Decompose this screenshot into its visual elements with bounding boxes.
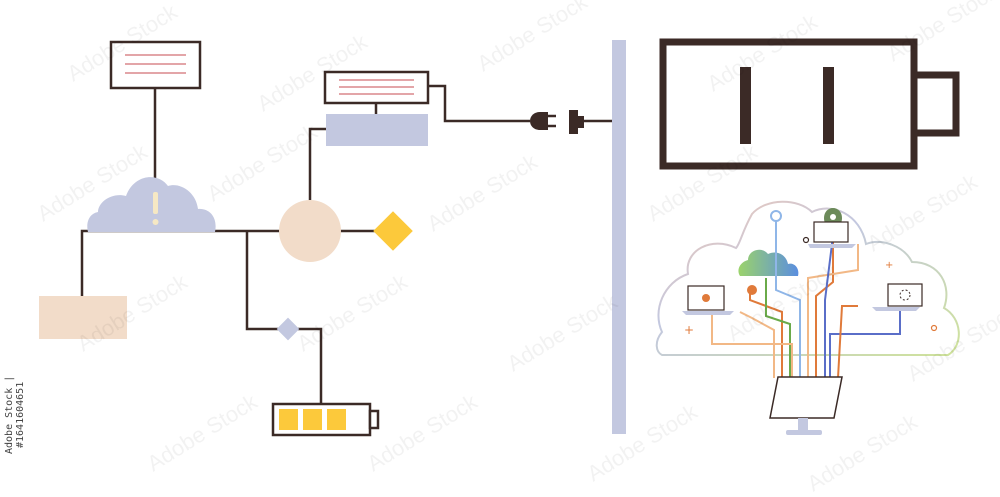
svg-text:+: + [684,323,694,337]
full-battery-icon [271,402,380,437]
hub-node [279,200,341,262]
monitor-icon [769,376,843,435]
node-dot-blue [770,210,782,222]
laptop-icon [872,283,923,311]
connector-diamond-to-battery [288,327,323,404]
vertical-divider [612,40,626,434]
decision-diamond-blue [276,317,300,341]
cloud-network-illustration: + + [655,200,960,435]
peach-block [39,296,127,339]
connector-hub-to-diamond [245,231,288,331]
laptop-icon [682,285,734,315]
warning-cloud-icon [87,177,216,232]
low-battery-icon [659,38,960,170]
laptop-icon [808,221,856,248]
illustration-canvas: + + [39,38,960,437]
plug-icon [530,112,556,130]
socket-icon [569,110,612,134]
svg-text:+: + [885,260,893,271]
node-dot-orange [747,285,757,295]
mini-cloud-icon [738,249,799,276]
stacked-panel [323,70,430,146]
connector-panel-to-plug [428,84,530,123]
decision-diamond-yellow [373,211,413,251]
stock-id-label: Adobe Stock | #1641604651 [4,375,26,455]
top-note-card [109,40,202,90]
connector-cloud-to-hub [80,229,280,296]
connector-hub-to-panel [308,127,326,200]
